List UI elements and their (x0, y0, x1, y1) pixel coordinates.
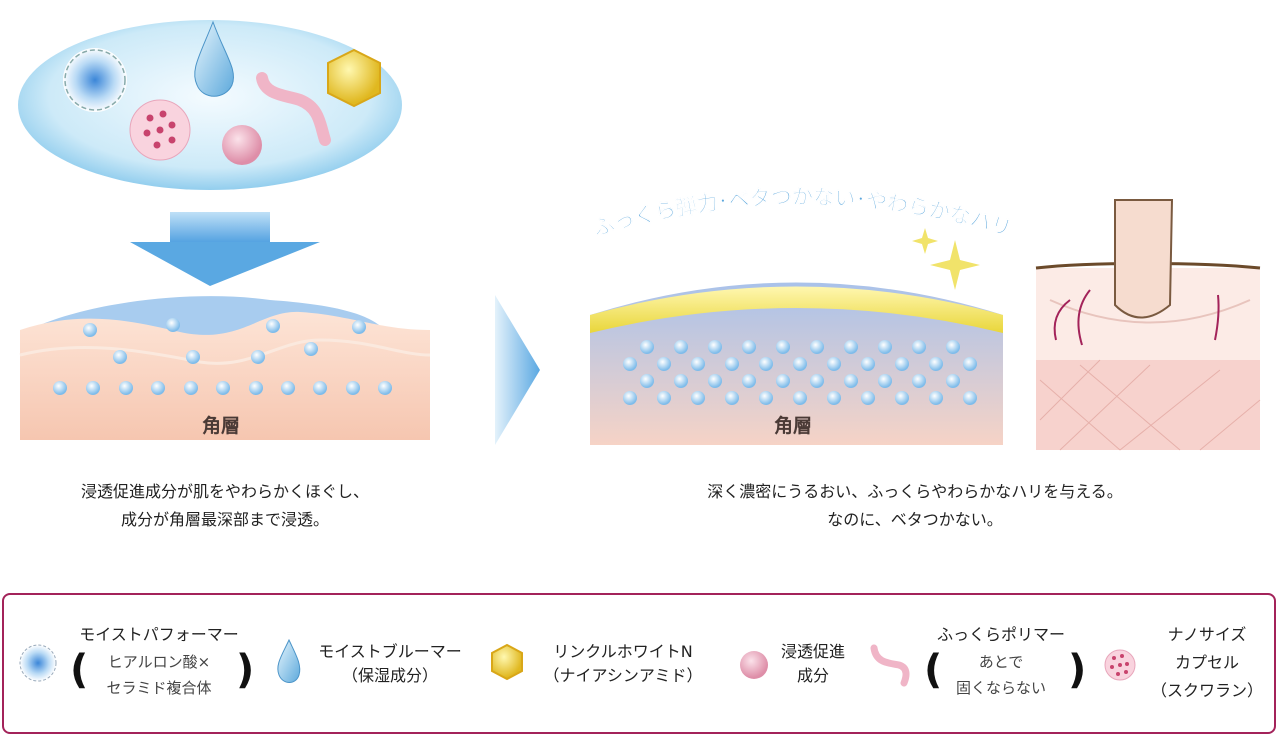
legend-title: リンクルホワイトN (553, 642, 693, 661)
moisture-dot (946, 374, 960, 388)
moisture-dot (912, 374, 926, 388)
moisture-dot (776, 374, 790, 388)
legend-item-polymer: ふっくらポリマー あとで 固くならない (916, 623, 1086, 701)
ingredient-legend: モイストパフォーマー ヒアルロン酸× セラミド複合体 ( ) モイストブルーマー… (2, 593, 1276, 734)
caption-right: 深く濃密にうるおい、ふっくらやわらかなハリを与える。 なのに、ベタつかない。 (600, 478, 1230, 534)
moisture-dot (827, 357, 841, 371)
caption-left: 浸透促進成分が肌をやわらかくほぐし、 成分が角層最深部まで浸透。 (20, 478, 430, 534)
moisture-dot (946, 340, 960, 354)
legend-sub: 成分 (796, 666, 829, 685)
moist-performer-icon (19, 644, 57, 682)
legend-title: ナノサイズ (1167, 625, 1247, 644)
layer-label-left: 角層 (202, 414, 240, 437)
moisture-dot (793, 391, 807, 405)
legend-sub: カプセル (1174, 653, 1239, 672)
moisture-dot (878, 340, 892, 354)
down-arrow (130, 212, 320, 286)
skin-layer-left (19, 296, 431, 440)
paren-close: ) (236, 647, 255, 693)
legend-sub: （ナイアシンアミド） (543, 666, 703, 685)
legend-item-moist-bloomer: モイストブルーマー （保湿成分） (300, 640, 480, 688)
legend-title: モイストパフォーマー (79, 625, 239, 644)
legend-title: 浸透促進 (780, 642, 845, 661)
legend-sub: あとで (978, 653, 1024, 671)
moisture-dot (640, 340, 654, 354)
moisture-dot (827, 391, 841, 405)
moisture-dot (691, 391, 705, 405)
legend-sub: セラミド複合体 (106, 679, 212, 697)
legend-sub: ヒアルロン酸× (107, 653, 211, 671)
moisture-dot (878, 374, 892, 388)
finger-press-illustration (1035, 199, 1261, 451)
water-drop-icon (277, 638, 301, 683)
moisture-dot (691, 357, 705, 371)
right-arrow (495, 295, 540, 445)
moisture-dot (640, 374, 654, 388)
moisture-dot (844, 340, 858, 354)
paren-close: ) (1068, 647, 1087, 693)
hexagon-icon (327, 48, 381, 108)
moisture-dots-left (53, 318, 392, 395)
moisture-dot (776, 340, 790, 354)
moisture-dot (623, 391, 637, 405)
moisture-dot (725, 391, 739, 405)
moisture-dot (759, 391, 773, 405)
moisture-dot (929, 391, 943, 405)
moisture-dot (895, 391, 909, 405)
pink-sphere-icon (222, 125, 262, 165)
paren-open: ( (924, 647, 943, 693)
sparkle-icon (912, 228, 980, 290)
moisture-dot (674, 374, 688, 388)
nano-capsule-icon (129, 99, 191, 161)
legend-item-penetration: 浸透促進 成分 (768, 640, 858, 688)
moisture-dot (844, 374, 858, 388)
moisture-dot (793, 357, 807, 371)
benefits-arc-text: ふっくら弾力･ベタつかない･やわらかなハリ (590, 185, 1014, 241)
moisture-dot (963, 357, 977, 371)
moisture-dot (895, 357, 909, 371)
caption-left-line1: 浸透促進成分が肌をやわらかくほぐし、 (80, 482, 369, 501)
moisture-dot (708, 374, 722, 388)
moisture-dot (810, 340, 824, 354)
moist-performer-icon (63, 48, 127, 112)
legend-sub: （保湿成分） (341, 666, 438, 685)
moisture-dot (657, 357, 671, 371)
caption-left-line2: 成分が角層最深部まで浸透。 (120, 510, 329, 529)
moisture-dot (861, 391, 875, 405)
layer-label-right: 角層 (774, 414, 812, 437)
water-drop-icon (194, 20, 234, 97)
moisture-dot (912, 340, 926, 354)
moisture-dot (963, 391, 977, 405)
moisture-dot (861, 357, 875, 371)
moisture-dot (725, 357, 739, 371)
moisture-dot (742, 374, 756, 388)
benefits-arc-textpath: ふっくら弾力･ベタつかない･やわらかなハリ (590, 185, 1015, 241)
nano-capsule-icon (1104, 649, 1136, 681)
pink-sphere-icon (740, 651, 768, 679)
legend-title: モイストブルーマー (318, 642, 462, 661)
moisture-dot (759, 357, 773, 371)
moisture-dot (708, 340, 722, 354)
legend-sub: 固くならない (955, 679, 1046, 697)
moisture-dot (623, 357, 637, 371)
diagram-artwork: 角層 ふっくら弾力･ベタつかない･やわらかなハリ 角層 (18, 20, 1261, 451)
moisture-dot (657, 391, 671, 405)
caption-right-line2: なのに、ベタつかない。 (827, 510, 1003, 529)
moisture-dot (674, 340, 688, 354)
legend-item-wrinkle-white: リンクルホワイトN （ナイアシンアミド） (528, 640, 718, 688)
legend-sub: （スクワラン） (1150, 681, 1263, 700)
legend-item-nano-capsule: ナノサイズ カプセル （スクワラン） (1142, 623, 1272, 703)
legend-title: ふっくらポリマー (936, 625, 1065, 644)
polymer-icon (256, 72, 331, 146)
hexagon-icon (491, 643, 523, 681)
legend-item-moist-performer: モイストパフォーマー ヒアルロン酸× セラミド複合体 (54, 623, 264, 701)
moisture-dot (929, 357, 943, 371)
polymer-icon (870, 644, 910, 687)
moisture-dot (742, 340, 756, 354)
moisture-dot (810, 374, 824, 388)
moisture-dots-right (623, 340, 977, 405)
caption-right-line1: 深く濃密にうるおい、ふっくらやわらかなハリを与える。 (707, 482, 1123, 501)
paren-open: ( (70, 647, 89, 693)
